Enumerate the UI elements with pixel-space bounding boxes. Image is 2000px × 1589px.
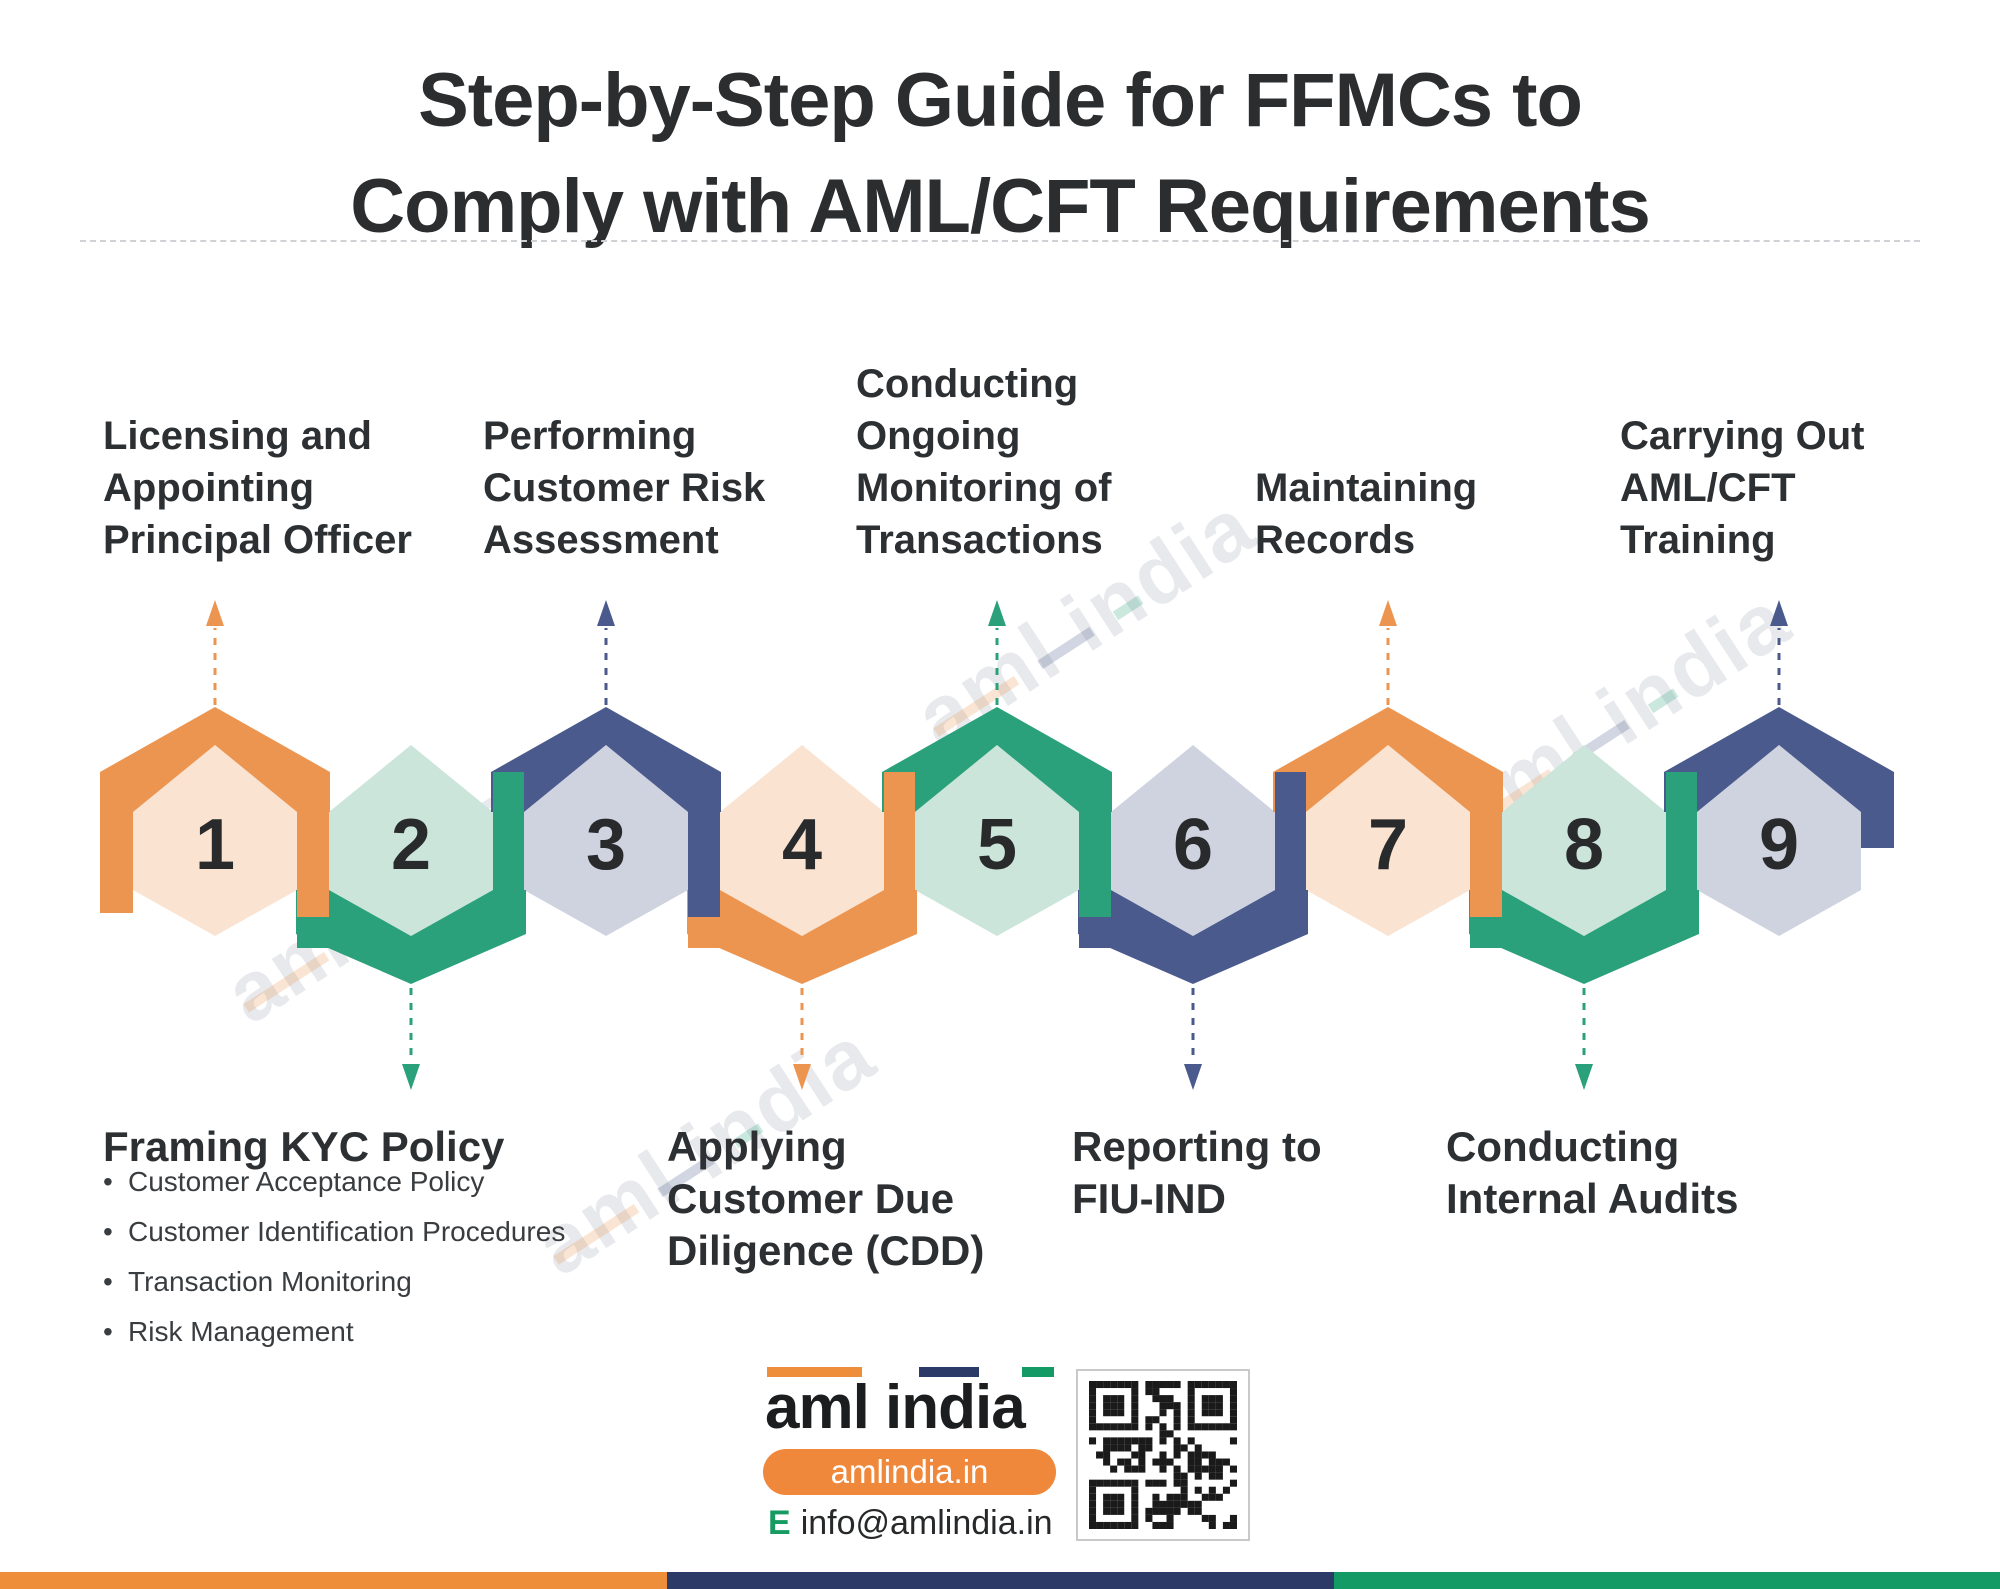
step-6-arrow-head (1184, 1064, 1202, 1090)
step-5-label: Conducting Ongoing Monitoring of Transac… (856, 362, 1112, 562)
hexagon-2-fill (329, 745, 493, 936)
step-8-arrow-head (1575, 1064, 1593, 1090)
hexagon-7-fill (1306, 745, 1470, 936)
step-2-arrow-head (402, 1064, 420, 1090)
hexagon-5-band (882, 707, 1112, 812)
step-5-arrow-head (988, 600, 1006, 626)
email-icon-label: E (768, 1504, 791, 1542)
bullet-dot: • (103, 1216, 113, 1247)
step-8-number: 8 (1563, 805, 1605, 885)
footer-tricolor-bar (0, 1572, 2000, 1589)
step-9-arrow-head (1770, 600, 1788, 626)
step-1-label: Licensing and Appointing Principal Offic… (103, 414, 412, 562)
connector-1-2-low (297, 917, 329, 948)
connector-3-4 (688, 772, 720, 917)
bullet-dot: • (103, 1166, 113, 1197)
hexagon-4-band (687, 890, 917, 984)
connector-7-8-low (1470, 917, 1502, 948)
footer-bar-green (1334, 1572, 2000, 1589)
dashed-divider (80, 240, 1920, 242)
step-3-label: Performing Customer Risk Assessment (483, 414, 766, 562)
step-7-arrow-head (1379, 600, 1397, 626)
connector-1-2 (297, 772, 329, 917)
hexagon-9-fill (1697, 745, 1861, 936)
step-9-label: Carrying Out AML/CFT Training (1620, 414, 1865, 562)
logo-bar-green (1022, 1367, 1054, 1377)
hexagon-6-fill (1111, 745, 1275, 936)
qr-code (1076, 1369, 1250, 1541)
step-4-arrow-head (793, 1064, 811, 1090)
bullet-text: Customer Acceptance Policy (128, 1166, 485, 1197)
website-button[interactable]: amlindia.in (763, 1449, 1056, 1495)
hexagon-fills (133, 745, 1861, 936)
footer-bar-orange (0, 1572, 667, 1589)
hexagon-2-band (296, 890, 526, 984)
hexagon-1-band (100, 707, 330, 812)
hexagon-connectors (100, 772, 1894, 948)
step-3-number: 3 (585, 805, 627, 885)
step-1-number: 1 (194, 805, 236, 885)
hexagon-top-bands (100, 707, 1894, 812)
bullet-item: • Customer Acceptance Policy (103, 1166, 565, 1216)
step-7-number: 7 (1367, 805, 1409, 885)
hexagon-9-band (1664, 707, 1894, 812)
bullet-text: Customer Identification Procedures (128, 1216, 566, 1247)
bullet-dot: • (103, 1266, 113, 1297)
connector-6-7 (1275, 772, 1306, 913)
hexagon-1-fill (133, 745, 297, 936)
brand-name: aml india (765, 1373, 1026, 1442)
step-arrow-heads (206, 600, 1788, 1090)
step-4-number: 4 (781, 805, 823, 885)
connector-left-edge (100, 772, 133, 913)
step-4-label: Applying Customer Due Diligence (CDD) (667, 1123, 985, 1274)
step-6-label: Reporting to FIU-IND (1072, 1123, 1322, 1222)
logo-bar-navy (919, 1367, 979, 1377)
hexagon-6-band (1078, 890, 1308, 984)
connector-7-8 (1470, 772, 1502, 917)
hexagon-7-band (1273, 707, 1503, 812)
qr-code-pattern (1089, 1381, 1237, 1529)
hexagon-3-fill (524, 745, 688, 936)
connector-2-3 (493, 772, 524, 913)
footer-bar-navy (667, 1572, 1334, 1589)
hexagon-5-fill (915, 745, 1079, 936)
bullet-dot: • (103, 1316, 113, 1347)
step-3-arrow-head (597, 600, 615, 626)
connector-3-4-low (688, 917, 720, 948)
step-9-number: 9 (1758, 805, 1800, 885)
connector-4-5 (884, 772, 915, 913)
bullet-item: • Risk Management (103, 1316, 565, 1366)
connector-5-6 (1079, 772, 1111, 917)
step-6-number: 6 (1172, 805, 1214, 885)
step-2-bullets: • Customer Acceptance Policy • Customer Id… (103, 1166, 565, 1366)
hexagon-3-band (491, 707, 721, 812)
hexagon-bottom-bands (296, 890, 1699, 984)
step-1-arrow-head (206, 600, 224, 626)
hexagon-8-band (1469, 890, 1699, 984)
step-arrows (213, 628, 1781, 1062)
bullet-item: • Transaction Monitoring (103, 1266, 565, 1316)
logo-tricolor-bars (765, 1367, 1057, 1377)
email-address[interactable]: info@amlindia.in (800, 1504, 1053, 1542)
page-title: Step-by-Step Guide for FFMCs to Comply w… (350, 58, 1650, 249)
bullet-item: • Customer Identification Procedures (103, 1216, 565, 1266)
brand-logo: aml india (765, 1367, 1057, 1442)
step-8-label: Conducting Internal Audits (1446, 1123, 1739, 1222)
bullet-text: Risk Management (128, 1316, 354, 1347)
bullet-text: Transaction Monitoring (128, 1266, 412, 1297)
hexagon-4-fill (720, 745, 884, 936)
logo-bar-orange (767, 1367, 862, 1377)
step-7-label: Maintaining Records (1255, 466, 1478, 562)
step-5-number: 5 (976, 805, 1018, 885)
step-2-label: Framing KYC Policy (103, 1123, 505, 1170)
connector-5-6-low (1079, 917, 1111, 948)
step-2-number: 2 (390, 805, 432, 885)
hexagon-8-fill (1502, 745, 1666, 936)
connector-right-edge (1861, 772, 1894, 848)
connector-8-9 (1666, 772, 1697, 913)
